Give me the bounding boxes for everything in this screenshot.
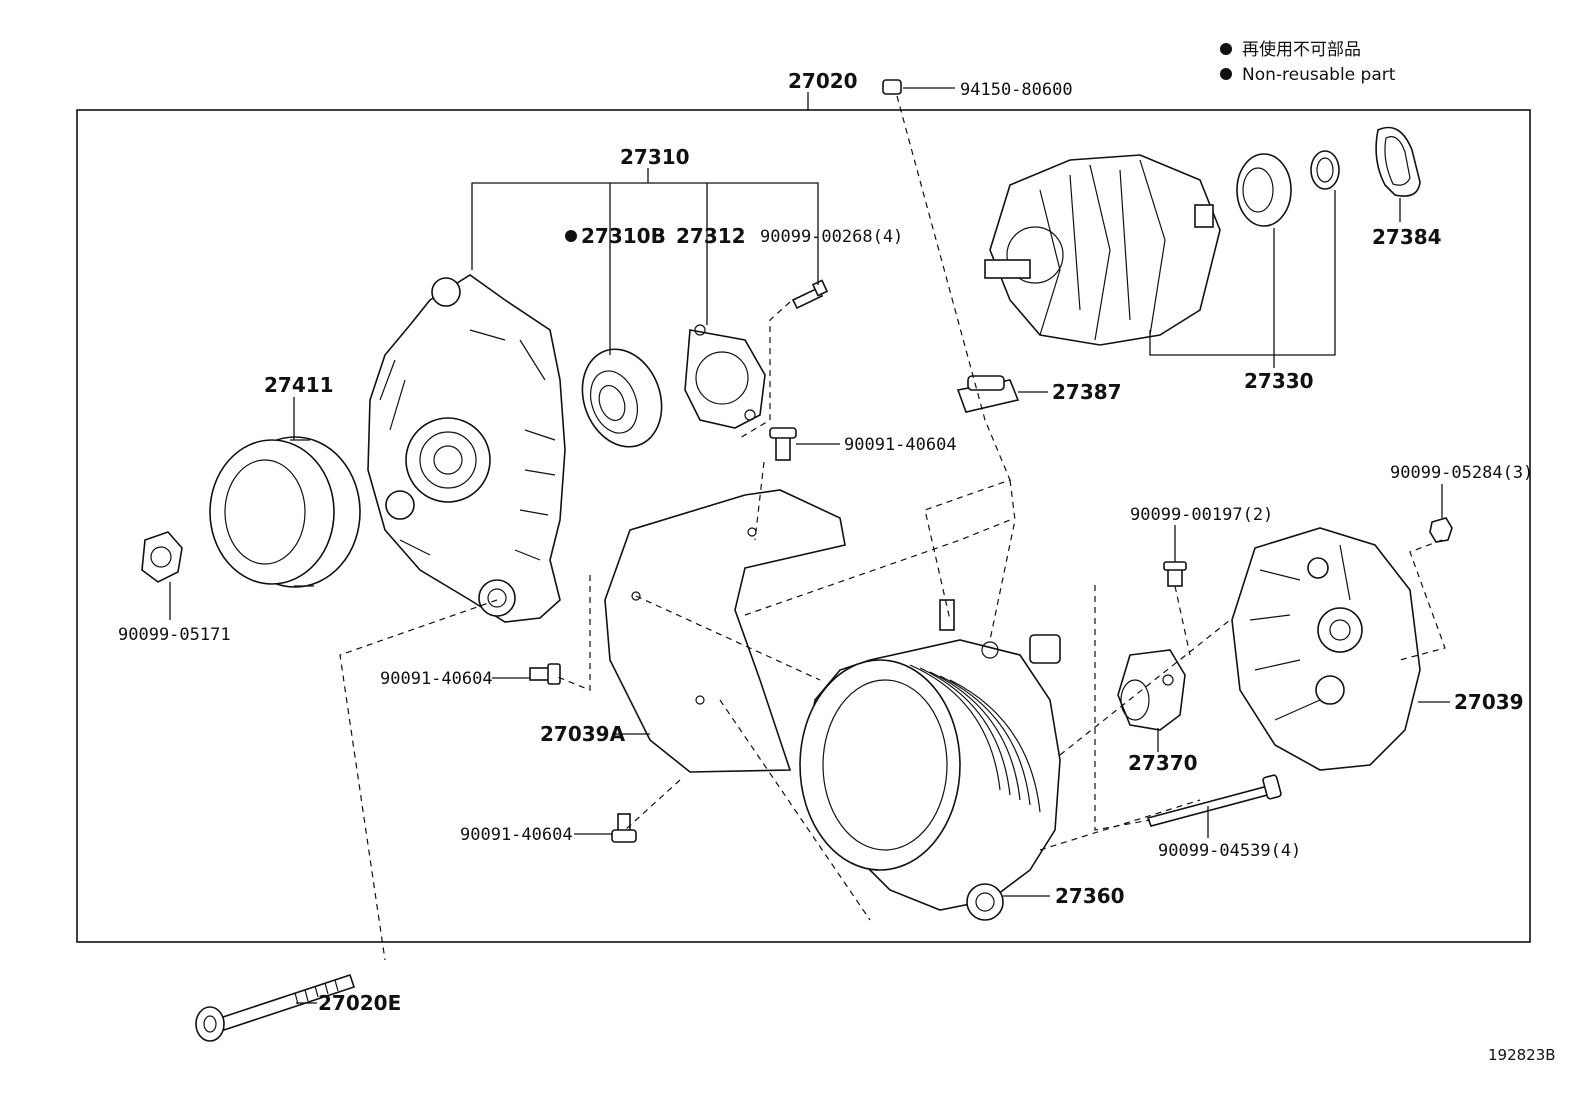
screw-drawing [791, 279, 829, 310]
part-label-27384: 27384 [1372, 225, 1442, 249]
part-label-27411: 27411 [264, 373, 334, 397]
clip-nut-drawing [882, 79, 902, 95]
terminal-insulator-drawing [956, 375, 1020, 413]
rotor-drawing [984, 154, 1221, 346]
part-label-90091-40604-upper: 90091-40604 [844, 435, 957, 455]
legend: 再使用不可部品 Non-reusable part [1220, 39, 1396, 85]
bearing-drawing [581, 348, 663, 448]
part-label-90091-40604-lower: 90091-40604 [460, 825, 573, 845]
nonreusable-dot-icon [1220, 68, 1232, 80]
brush-screw-drawing [1163, 561, 1187, 587]
assembly-frame [76, 109, 1531, 943]
part-label-27020E: 27020E [318, 991, 401, 1015]
stator-frame-drawing [799, 599, 1061, 921]
legend-jp-text: 再使用不可部品 [1242, 39, 1361, 60]
legend-en-text: Non-reusable part [1242, 65, 1396, 85]
bolt-left-drawing [529, 663, 561, 685]
rotor-bearing-drawing [1236, 153, 1292, 227]
part-label-27020: 27020 [788, 69, 858, 93]
brush-holder-drawing [1117, 649, 1186, 731]
part-label-27330: 27330 [1244, 369, 1314, 393]
part-label-90099-05284: 90099-05284(3) [1390, 463, 1533, 483]
reference-code: 192823B [1488, 1046, 1556, 1064]
leader-lines [169, 87, 1450, 1004]
pulley-drawing [209, 436, 361, 588]
part-label-27370: 27370 [1128, 751, 1198, 775]
part-label-90099-00197: 90099-00197(2) [1130, 505, 1273, 525]
part-label-27310: 27310 [620, 145, 690, 169]
pulley-nut-drawing [141, 531, 183, 583]
part-label-90091-40604-left: 90091-40604 [380, 669, 493, 689]
drive-end-frame-drawing [367, 274, 566, 623]
part-label-27312: 27312 [676, 224, 746, 248]
through-bolt-drawing [1146, 774, 1282, 827]
assembly-dashed-lines [339, 95, 1446, 961]
part-label-94150-80600: 94150-80600 [960, 80, 1073, 100]
part-label-27039A: 27039A [540, 722, 626, 746]
retainer-plate-drawing [684, 324, 766, 429]
cover-ring-drawing [1375, 126, 1421, 197]
part-label-27387: 27387 [1052, 380, 1122, 404]
rear-cover-nut-drawing [1429, 517, 1453, 543]
part-label-90099-04539: 90099-04539(4) [1158, 841, 1301, 861]
mount-bolt-drawing [195, 973, 356, 1042]
part-label-27360: 27360 [1055, 884, 1125, 908]
nonreusable-dot-icon [565, 230, 577, 242]
part-label-27039: 27039 [1454, 690, 1524, 714]
nonreusable-dot-icon [1220, 43, 1232, 55]
part-label-90099-00268: 90099-00268(4) [760, 227, 903, 247]
rear-end-cover-drawing [1231, 527, 1421, 771]
washer-drawing [1310, 150, 1340, 190]
part-label-90099-05171: 90099-05171 [118, 625, 231, 645]
bolt-lower-drawing [611, 813, 637, 843]
heat-cover-drawing [604, 489, 846, 773]
part-label-27310B: 27310B [581, 224, 666, 248]
bolt-upper-drawing [769, 427, 797, 461]
